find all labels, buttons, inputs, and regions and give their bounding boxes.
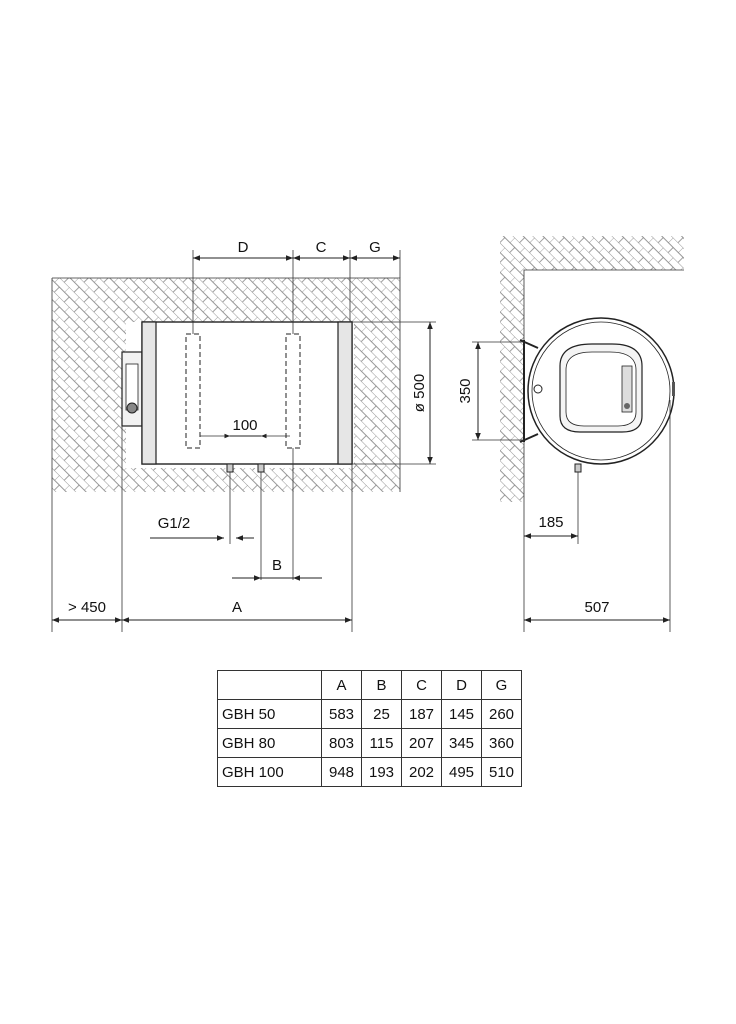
table-cell: 187 xyxy=(401,699,442,729)
side-view: 350 185 507 xyxy=(457,236,684,632)
table-row: GBH 50 583 25 187 145 260 xyxy=(217,699,522,729)
table-cell: 495 xyxy=(441,757,482,787)
wall-bracket xyxy=(519,339,539,443)
table-row: GBH 100 948 193 202 495 510 xyxy=(217,757,522,787)
front-view: D C G ø 500 100 G1/2 B > 450 A xyxy=(51,239,436,632)
spec-table: A B C D G GBH 50 583 25 187 145 260 GBH … xyxy=(217,670,522,787)
table-model-cell: GBH 50 xyxy=(217,699,322,729)
table-cell: 360 xyxy=(481,728,522,758)
dim-bracket-height-label: 350 xyxy=(457,378,474,403)
dim-G-label: G xyxy=(369,239,381,256)
table-header-row: A B C D G xyxy=(217,670,522,700)
table-header-cell: G xyxy=(481,670,522,700)
table-header-cell: A xyxy=(321,670,362,700)
table-row: GBH 80 803 115 207 345 360 xyxy=(217,728,522,758)
tank-left-cap xyxy=(141,321,157,465)
table-header-cell: C xyxy=(401,670,442,700)
dim-A-label: A xyxy=(232,599,242,616)
dim-B-label: B xyxy=(272,557,282,574)
tank-body xyxy=(141,321,353,465)
table-cell: 193 xyxy=(361,757,402,787)
table-cell: 145 xyxy=(441,699,482,729)
table-cell: 803 xyxy=(321,728,362,758)
table-header-cell: B xyxy=(361,670,402,700)
table-cell: 510 xyxy=(481,757,522,787)
table-cell: 583 xyxy=(321,699,362,729)
table-model-cell: GBH 100 xyxy=(217,757,322,787)
table-cell: 25 xyxy=(361,699,402,729)
table-cell: 260 xyxy=(481,699,522,729)
table-cell: 948 xyxy=(321,757,362,787)
table-model-cell: GBH 80 xyxy=(217,728,322,758)
table-cell: 207 xyxy=(401,728,442,758)
dim-spacing-label: 100 xyxy=(232,417,257,434)
dim-C-label: C xyxy=(316,239,327,256)
side-pipe xyxy=(574,463,582,473)
tank-right-cap xyxy=(337,321,353,465)
dim-clearance-label: > 450 xyxy=(68,599,106,616)
dim-outlet-offset-label: 185 xyxy=(538,514,563,531)
table-cell: 202 xyxy=(401,757,442,787)
side-wall-hatch xyxy=(500,236,684,502)
table-cell: 345 xyxy=(441,728,482,758)
dim-diameter-label: ø 500 xyxy=(411,374,428,412)
dim-thread-label: G1/2 xyxy=(158,515,191,532)
pipe-cold xyxy=(226,463,234,473)
indicator-icon xyxy=(533,384,543,394)
pipe-hot xyxy=(257,463,265,473)
table-header-cell xyxy=(217,670,322,700)
table-cell: 115 xyxy=(361,728,402,758)
dim-D-label: D xyxy=(238,239,249,256)
table-header-cell: D xyxy=(441,670,482,700)
side-knob-icon xyxy=(624,403,630,409)
knob-icon xyxy=(126,402,138,414)
dim-depth-label: 507 xyxy=(584,599,609,616)
